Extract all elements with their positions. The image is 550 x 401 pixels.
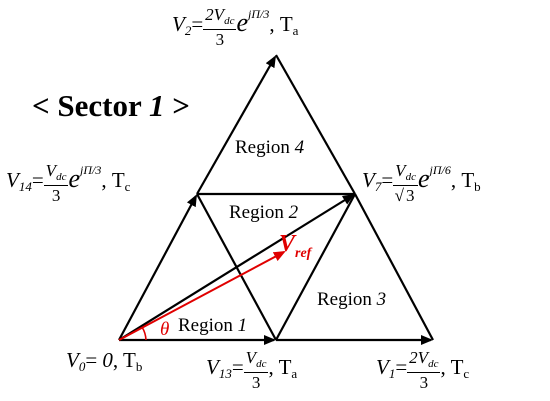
region-2-label: Region 2: [229, 202, 299, 223]
arrow-vref: [118, 251, 286, 341]
region-3-label: Region 3: [317, 289, 387, 310]
theta-label: θ: [160, 319, 170, 340]
v0-label: V0= 0, Tb: [66, 348, 143, 374]
sector-title: < Sector 1 >: [32, 90, 190, 121]
edge-v2-v7: [275, 54, 356, 195]
arrow-v7: [118, 193, 355, 341]
title-suffix: >: [164, 88, 190, 123]
arrow-v14: [118, 194, 197, 341]
title-prefix: < Sector: [32, 88, 149, 123]
arrow-v2: [196, 55, 276, 195]
edge-v7-v1: [354, 193, 434, 341]
title-number: 1: [148, 88, 165, 123]
vref-label: Vref: [279, 231, 312, 261]
region-1-label: Region 1: [178, 315, 248, 336]
region-4-label: Region 4: [235, 137, 305, 158]
theta-arc: [141, 326, 147, 341]
edge-v13-v7: [275, 193, 356, 341]
